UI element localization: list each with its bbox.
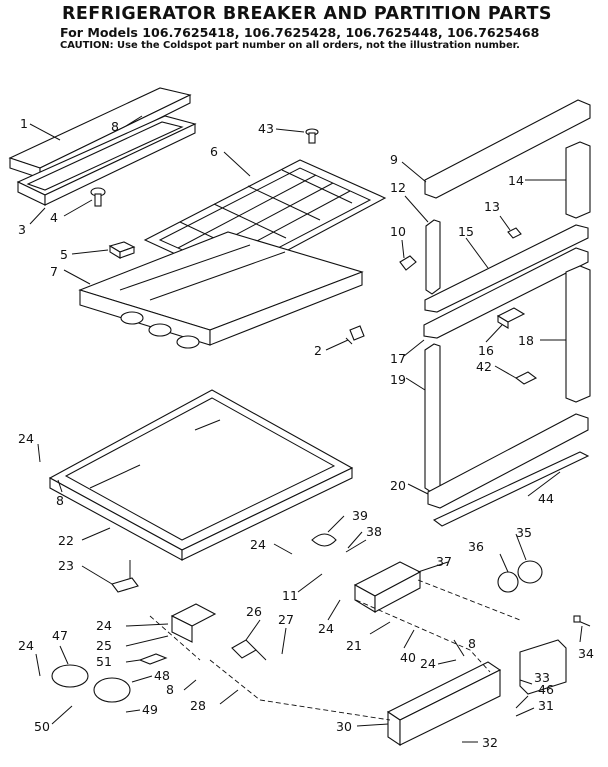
callout-6: 6 (210, 144, 218, 159)
part-shape-44 (432, 451, 590, 527)
callout-3: 3 (18, 222, 26, 237)
part-shape-36 (497, 571, 519, 593)
part-shape-23 (111, 560, 139, 593)
part-shape-7 (78, 231, 364, 349)
part-shape-9 (424, 99, 591, 199)
part-shape-47 (51, 664, 89, 688)
callout-25: 25 (96, 638, 112, 653)
caution-note: CAUTION: Use the Coldspot part number on… (60, 40, 520, 51)
callout-40: 40 (400, 650, 416, 665)
part-shape-19 (424, 343, 441, 493)
assembly-guide-lines (149, 579, 521, 721)
part-shape-13 (507, 227, 522, 239)
callout-42: 42 (476, 359, 492, 374)
part-shape-12 (425, 219, 441, 295)
part-shape-4 (90, 187, 106, 207)
callout-38: 38 (366, 524, 382, 539)
callout-12: 12 (390, 180, 406, 195)
callout-8-shelf: 8 (56, 493, 64, 508)
part-shape-14 (565, 141, 591, 219)
callout-35: 35 (516, 525, 532, 540)
callout-49: 49 (142, 702, 158, 717)
callout-24-left: 24 (96, 618, 112, 633)
callout-31: 31 (538, 698, 554, 713)
part-shape-39 (311, 533, 337, 547)
part-shape-3 (16, 115, 197, 206)
callout-10: 10 (390, 224, 406, 239)
callout-27: 27 (278, 612, 294, 627)
part-shape-37 (353, 561, 422, 613)
callout-26: 26 (246, 604, 262, 619)
callout-8-top: 8 (111, 119, 119, 134)
callout-4: 4 (50, 210, 58, 225)
callout-leader-lines (29, 115, 583, 743)
callout-33: 33 (534, 670, 550, 685)
callout-44: 44 (538, 491, 554, 506)
callout-24-control: 24 (250, 537, 266, 552)
part-shape-43 (305, 128, 319, 144)
part-shape-38 (345, 539, 367, 553)
callout-13: 13 (484, 199, 500, 214)
part-shape-42 (514, 371, 538, 385)
callout-14: 14 (508, 173, 524, 188)
callout-43: 43 (258, 121, 274, 136)
callout-34: 34 (578, 646, 594, 661)
part-shape-25 (170, 603, 217, 643)
callout-19: 19 (390, 372, 406, 387)
callout-11: 11 (282, 588, 298, 603)
callout-15: 15 (458, 224, 474, 239)
callout-39: 39 (352, 508, 368, 523)
callout-24-mid: 24 (318, 621, 334, 636)
callout-28: 28 (190, 698, 206, 713)
callout-9: 9 (390, 152, 398, 167)
callout-36: 36 (468, 539, 484, 554)
part-shape-22 (48, 389, 354, 561)
part-shape-10 (399, 255, 417, 271)
callout-20: 20 (390, 478, 406, 493)
callout-24-far-left: 24 (18, 638, 34, 653)
callout-50: 50 (34, 719, 50, 734)
part-shape-35 (517, 560, 543, 584)
callout-24-shelf: 24 (18, 431, 34, 446)
callout-2: 2 (314, 343, 322, 358)
part-shape-15 (424, 224, 589, 313)
callout-16: 16 (478, 343, 494, 358)
part-shape-18 (565, 265, 591, 403)
part-shape-34 (573, 615, 591, 627)
callout-1: 1 (20, 116, 28, 131)
callout-32: 32 (482, 735, 498, 750)
part-shape-33 (519, 639, 567, 695)
part-shape-30 (386, 661, 502, 747)
callout-7: 7 (50, 264, 58, 279)
part-shape-2 (345, 325, 365, 345)
part-shape-17 (423, 247, 589, 339)
diagram-title: REFRIGERATOR BREAKER AND PARTITION PARTS (62, 4, 552, 24)
callout-51: 51 (96, 654, 112, 669)
callout-47: 47 (52, 628, 68, 643)
callout-24-right: 24 (420, 656, 436, 671)
callout-17: 17 (390, 351, 406, 366)
callout-46: 46 (538, 682, 554, 697)
callout-8-right: 8 (468, 636, 476, 651)
part-shape-20 (427, 413, 589, 509)
model-numbers: For Models 106.7625418, 106.7625428, 106… (60, 25, 540, 40)
callout-30: 30 (336, 719, 352, 734)
part-shape-26 (231, 639, 267, 661)
part-shape-16 (496, 307, 526, 329)
callout-5: 5 (60, 247, 68, 262)
callout-23: 23 (58, 558, 74, 573)
part-shape-51 (138, 653, 168, 665)
part-shape-48 (93, 677, 131, 703)
callout-48: 48 (154, 668, 170, 683)
part-shape-5 (108, 241, 136, 259)
callout-37: 37 (436, 554, 452, 569)
callout-8-bottom: 8 (166, 682, 174, 697)
callout-21: 21 (346, 638, 362, 653)
callout-22: 22 (58, 533, 74, 548)
callout-18: 18 (518, 333, 534, 348)
